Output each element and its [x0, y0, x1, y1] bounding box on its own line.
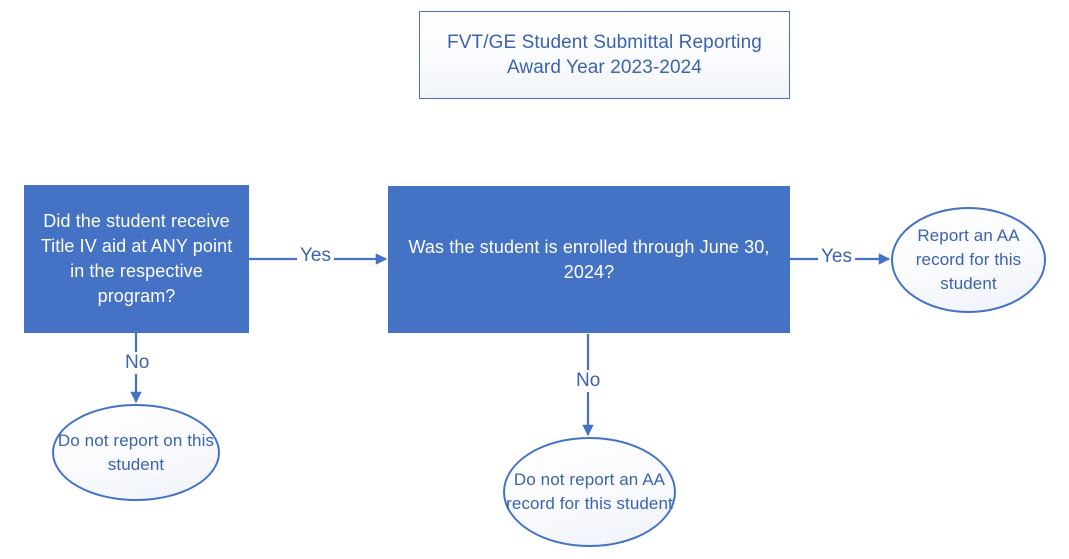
node-report-aa-record-label: Report an AA record for this student [915, 226, 1022, 293]
node-do-not-report-aa-record-label: Do not report an AA record for this stud… [506, 470, 673, 513]
node-do-not-report-on-student-label: Do not report on this student [57, 430, 215, 474]
edge-label-yes-title-iv: Yes [297, 245, 334, 267]
chart-title-line-2: Award Year 2023-2024 [507, 57, 702, 78]
node-title-iv-label: Did the student receive Title IV aid at … [40, 211, 233, 306]
chart-title-line-1: FVT/GE Student Submittal Reporting [447, 32, 762, 53]
node-report-aa-record[interactable]: Report an AA record for this student [891, 207, 1046, 313]
node-enrolled-question[interactable]: Was the student is enrolled through June… [388, 186, 790, 333]
chart-title-banner: FVT/GE Student Submittal Reporting Award… [419, 11, 790, 99]
edge-label-yes-enrolled: Yes [818, 246, 855, 268]
node-enrolled-label: Was the student is enrolled through June… [408, 236, 770, 282]
node-title-iv-question[interactable]: Did the student receive Title IV aid at … [24, 185, 249, 333]
edge-label-no-enrolled: No [573, 370, 604, 392]
edge-label-no-title-iv: No [122, 352, 153, 374]
node-do-not-report-aa-record[interactable]: Do not report an AA record for this stud… [503, 437, 676, 547]
node-do-not-report-on-student[interactable]: Do not report on this student [52, 404, 220, 501]
